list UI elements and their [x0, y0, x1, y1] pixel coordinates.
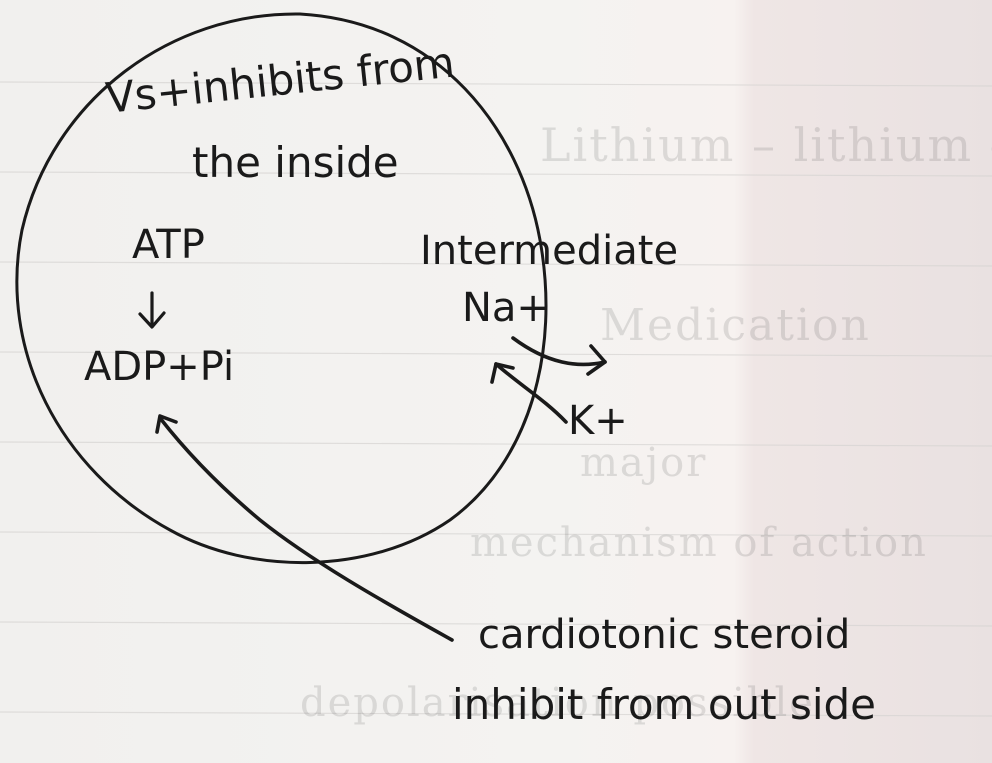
bleed-through-line-1: Lithium – lithium – lith	[540, 118, 992, 172]
outside-label-line-1: cardiotonic steroid	[478, 612, 851, 658]
cell-membrane-circle	[15, 12, 548, 564]
outside-label-line-2: inhibit from out side	[452, 680, 876, 729]
steroid-inhibition-arrow	[155, 414, 454, 642]
hydrolysis-arrow	[138, 291, 166, 329]
potassium-label: K+	[568, 398, 628, 444]
adp-pi-label: ADP+Pi	[84, 344, 235, 390]
bleed-through-line-4: mechanism of action	[470, 520, 928, 566]
sodium-out-arrow	[511, 336, 607, 376]
potassium-in-arrow	[490, 362, 568, 424]
bleed-through-line-3: major	[580, 440, 708, 486]
atp-label: ATP	[132, 222, 205, 268]
bleed-through-line-2: Medication	[600, 300, 871, 351]
intermediate-label: Intermediate	[420, 228, 679, 274]
sodium-label: Na+	[462, 285, 550, 331]
bleed-through-line-5: depolarisation possible	[300, 680, 815, 726]
inside-label-line-2: the inside	[192, 138, 399, 187]
